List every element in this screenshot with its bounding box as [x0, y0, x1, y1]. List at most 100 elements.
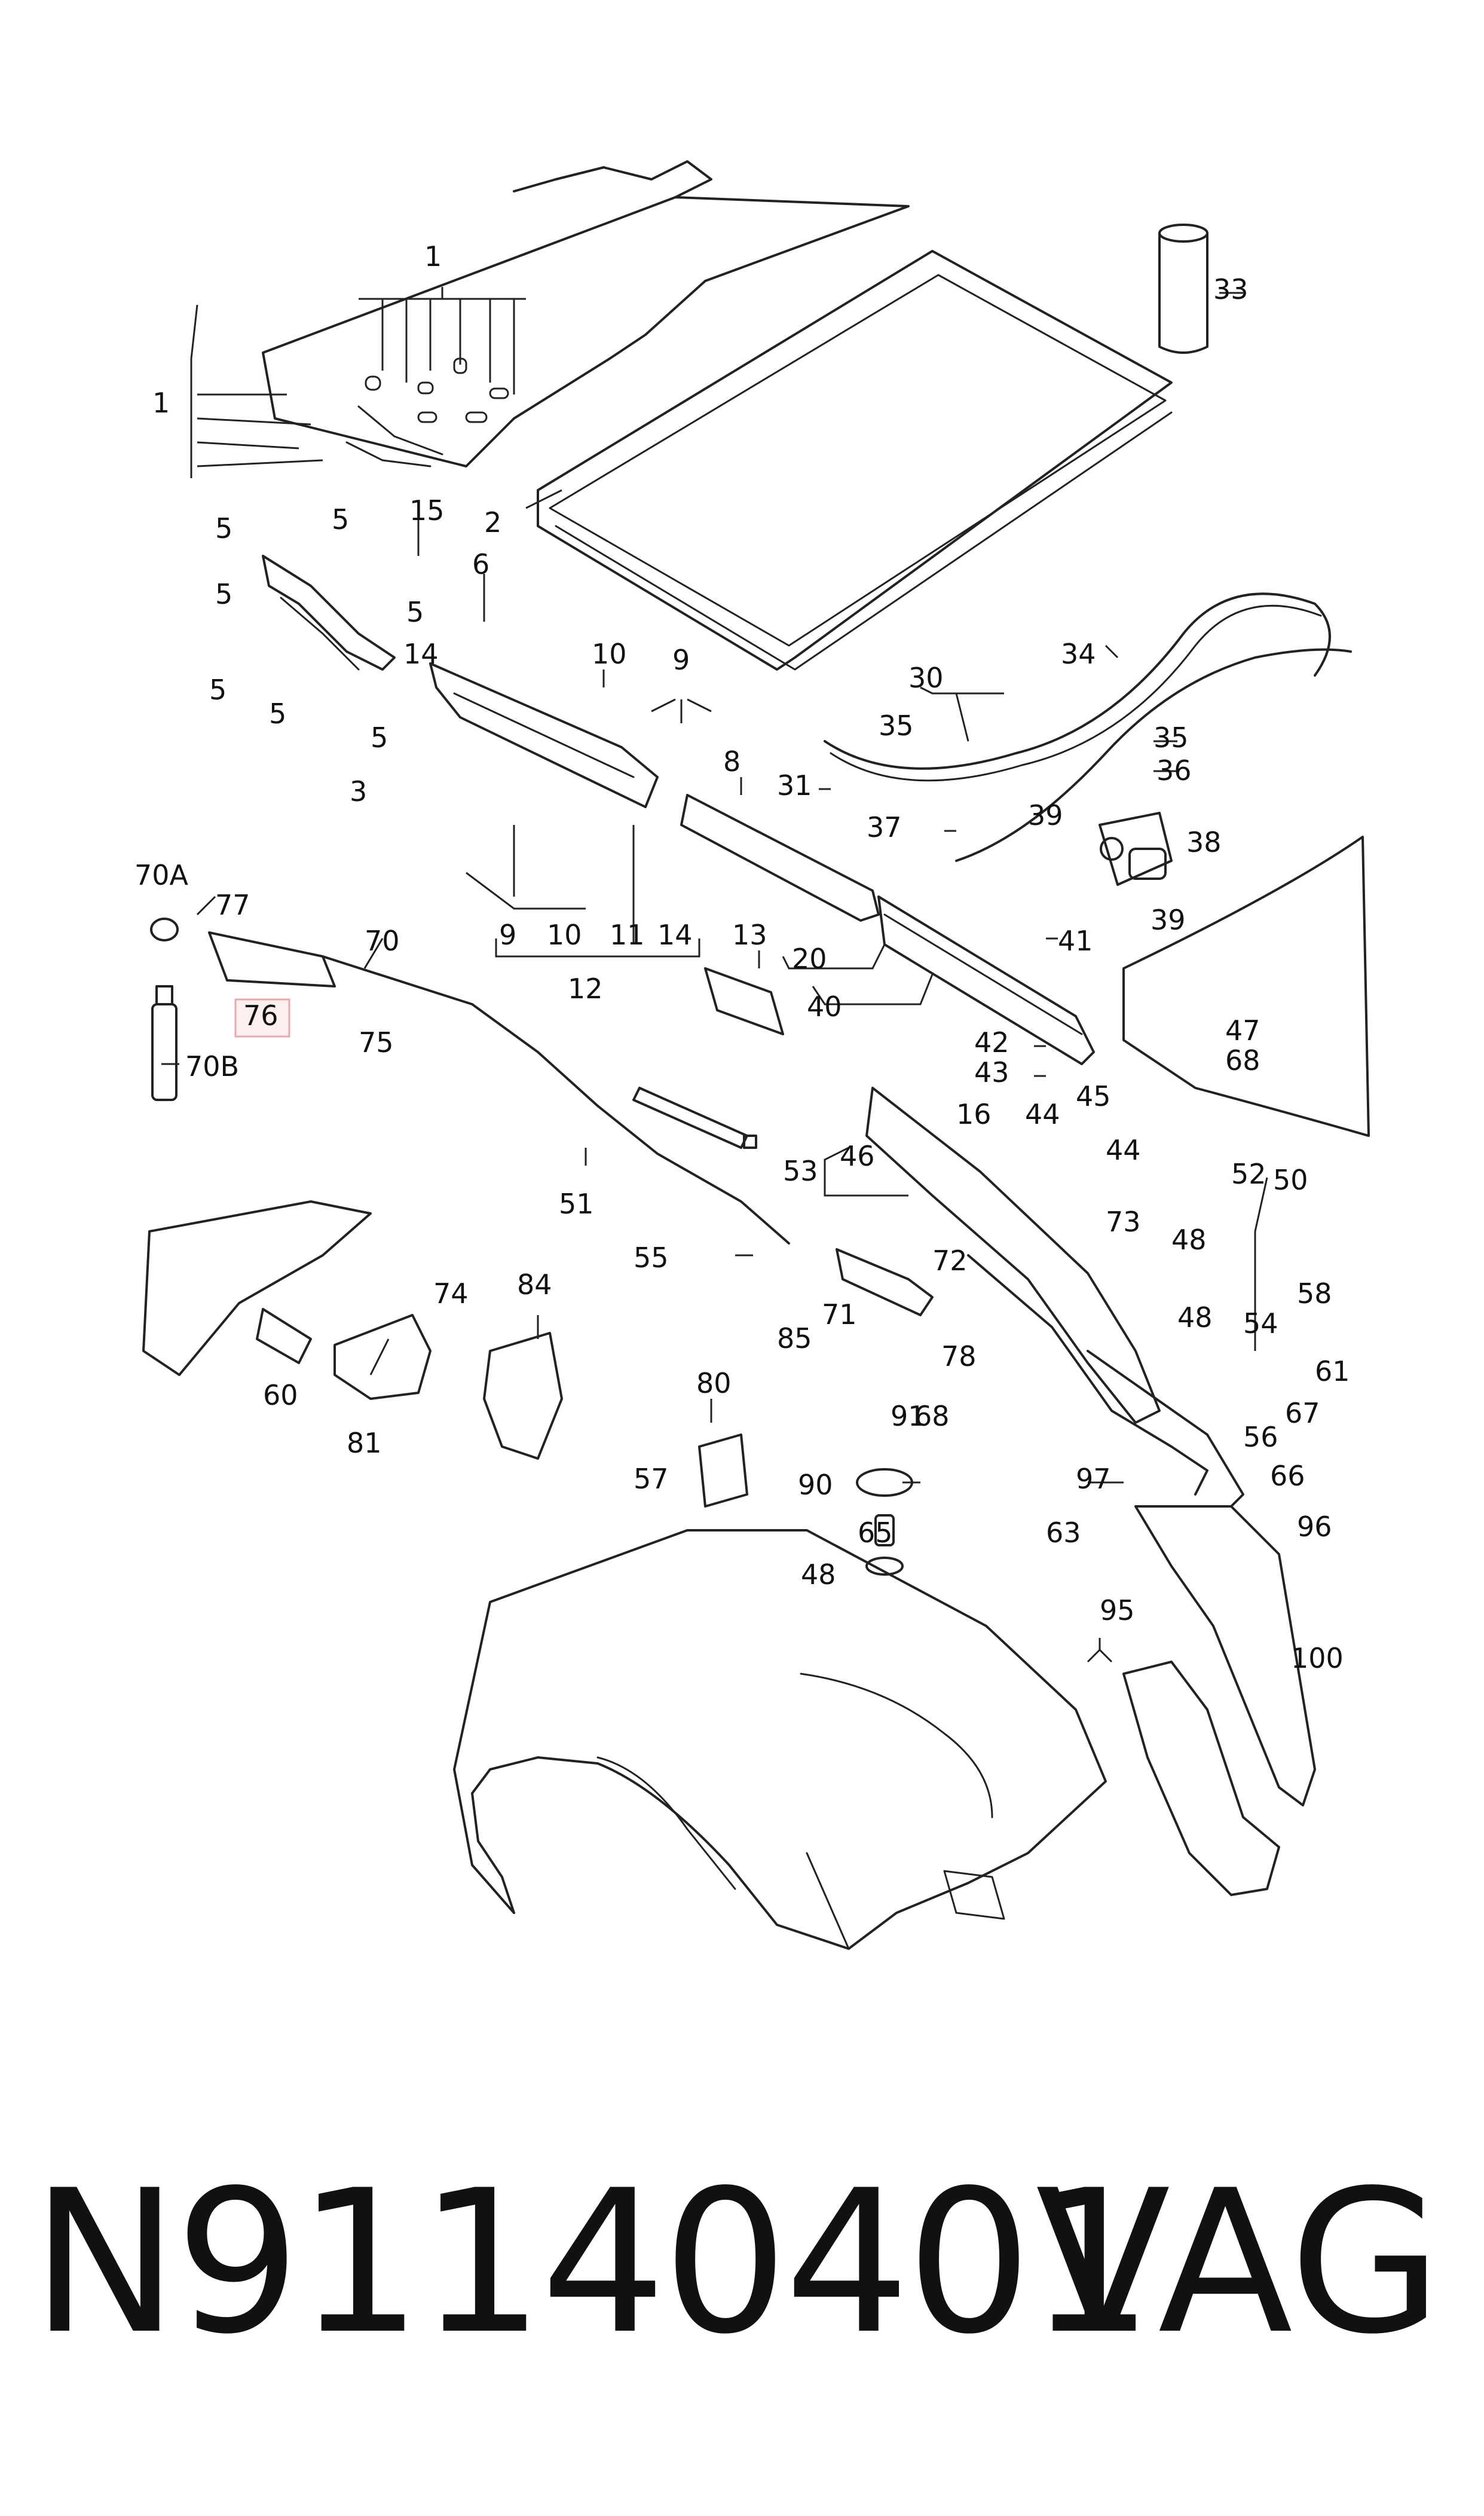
callout-37: 37	[867, 811, 902, 843]
callout-45: 45	[1076, 1080, 1111, 1112]
callout-35: 35	[1153, 722, 1189, 754]
callout-70: 70	[365, 925, 400, 957]
callout-38: 38	[1186, 826, 1222, 858]
roof-panel-1-torn-edge	[513, 160, 712, 198]
callout-60: 60	[263, 1379, 298, 1411]
callout-2: 2	[0, 0, 17, 7]
callout-34: 34	[1061, 638, 1096, 670]
callout-72: 72	[932, 1245, 968, 1277]
lever-74	[836, 1248, 934, 1316]
motor-38	[1099, 812, 1173, 886]
exploded-parts-diagram: 1123315555555561410933035343536831373938…	[0, 0, 1370, 1950]
cover-100	[1122, 1661, 1280, 1896]
left-wheel-arch	[142, 1200, 372, 1376]
callout-58: 58	[1297, 1277, 1332, 1310]
callout-14: 14	[403, 638, 439, 670]
callout-96: 96	[1297, 1511, 1332, 1543]
rear-quarter-panel	[1122, 836, 1370, 1137]
callout-74: 74	[433, 1277, 469, 1310]
callout-5: 5	[215, 512, 232, 545]
callout-44: 44	[1025, 1098, 1060, 1130]
callout-13: 13	[732, 919, 767, 951]
callout-46: 46	[840, 1140, 875, 1172]
grease-tube-16	[632, 1087, 757, 1149]
bracket-13	[704, 967, 784, 1035]
callout-71: 71	[822, 1298, 857, 1331]
front-rail-10	[429, 662, 659, 808]
hinge-arm-46	[865, 1087, 1161, 1424]
callout-5: 5	[406, 596, 424, 628]
callout-6: 6	[472, 548, 489, 580]
roof-headliner-2	[537, 250, 1173, 671]
callout-48: 48	[1171, 1224, 1207, 1256]
callout-65: 65	[858, 1517, 893, 1549]
body-rear-section	[453, 1529, 1107, 1950]
callout-68: 68	[914, 1400, 950, 1432]
callout-39: 39	[1028, 799, 1063, 831]
callout-1: 1	[424, 240, 442, 273]
callout-5: 5	[215, 578, 232, 610]
callout-9: 9	[672, 644, 690, 676]
callout-1: 1	[152, 387, 170, 419]
callout-31: 31	[777, 769, 812, 802]
lock-assembly-80	[333, 1314, 432, 1400]
brand-name: VAG	[1035, 2148, 1442, 2377]
callout-68: 68	[1225, 1044, 1260, 1077]
callout-5: 5	[209, 674, 227, 706]
callout-8: 8	[723, 745, 741, 778]
callout-10: 10	[547, 919, 582, 951]
part-number: N91140401	[31, 2148, 1154, 2377]
callout-73: 73	[1106, 1206, 1141, 1238]
callout-90: 90	[798, 1469, 833, 1501]
callout-55: 55	[634, 1242, 669, 1274]
callout-30: 30	[908, 662, 944, 694]
callout-97: 97	[1076, 1463, 1111, 1495]
callout-67: 67	[1285, 1397, 1320, 1429]
callout-95: 95	[1100, 1594, 1135, 1627]
callout-2: 2	[484, 506, 501, 539]
callout-75: 75	[359, 1026, 394, 1059]
guide-rail-40	[877, 895, 1095, 1065]
callout-42: 42	[974, 1026, 1009, 1059]
callout-77: 77	[215, 889, 250, 921]
callout-10: 10	[592, 638, 627, 670]
callout-35: 35	[879, 710, 914, 742]
callout-52: 52	[1231, 1158, 1266, 1190]
seal-85	[483, 1332, 563, 1460]
footer: N91140401 VAG	[0, 2128, 1484, 2439]
callout-48: 48	[801, 1558, 836, 1591]
grommet-95	[865, 1557, 904, 1576]
callout-14: 14	[657, 919, 693, 951]
callout-76: 76	[243, 999, 279, 1032]
callout-16: 16	[956, 1098, 992, 1130]
support-bracket-2	[1134, 1505, 1316, 1806]
callout-70A: 70A	[134, 859, 189, 891]
callout-12: 12	[568, 973, 603, 1005]
callout-11: 11	[610, 919, 645, 951]
callout-43: 43	[974, 1056, 1009, 1089]
callout-57: 57	[634, 1463, 669, 1495]
callout-85: 85	[777, 1322, 812, 1355]
callout-36: 36	[1156, 754, 1192, 787]
callout-47: 47	[1225, 1014, 1260, 1047]
callout-20: 20	[792, 943, 827, 975]
roof-panel-1	[262, 196, 910, 467]
callout-9: 9	[499, 919, 516, 951]
callout-56: 56	[1243, 1421, 1278, 1453]
linkage-70	[322, 955, 790, 1245]
highlight-box-76	[234, 998, 290, 1038]
callout-50: 50	[1273, 1164, 1308, 1196]
callout-91: 91	[891, 1400, 926, 1432]
callout-41: 41	[1058, 925, 1093, 957]
callout-3: 3	[350, 775, 367, 808]
callout-5: 5	[269, 698, 286, 730]
callout-51: 51	[559, 1188, 594, 1220]
callout-84: 84	[517, 1268, 552, 1301]
callout-33: 33	[1213, 273, 1249, 305]
callout-48: 48	[1177, 1301, 1213, 1334]
washer-70A	[150, 918, 179, 941]
callout-63: 63	[1046, 1517, 1081, 1549]
sealant-tube-70B	[151, 985, 178, 1101]
callout-39: 39	[1151, 904, 1186, 936]
